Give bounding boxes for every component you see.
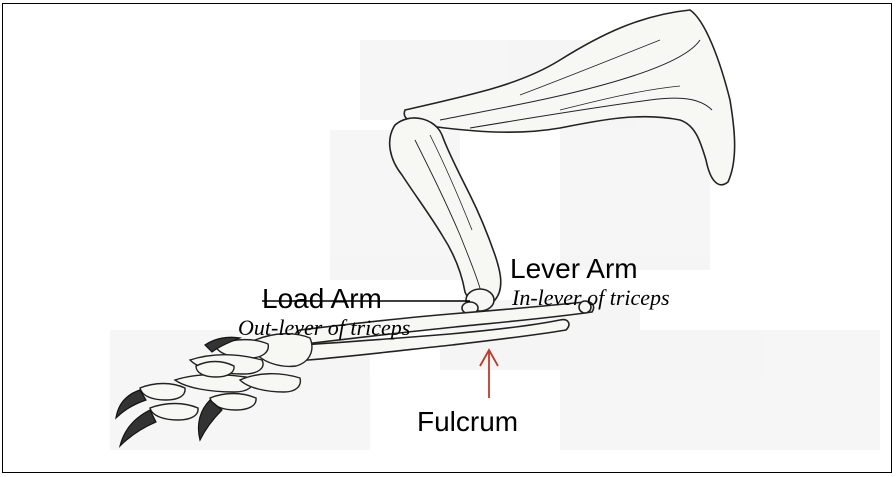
load-arm-label: Load Arm bbox=[262, 285, 382, 313]
lever-arm-label: Lever Arm bbox=[510, 255, 638, 283]
in-lever-caption: In-lever of triceps bbox=[512, 287, 670, 309]
out-lever-caption: Out-lever of triceps bbox=[238, 317, 410, 339]
fulcrum-label: Fulcrum bbox=[417, 408, 518, 436]
